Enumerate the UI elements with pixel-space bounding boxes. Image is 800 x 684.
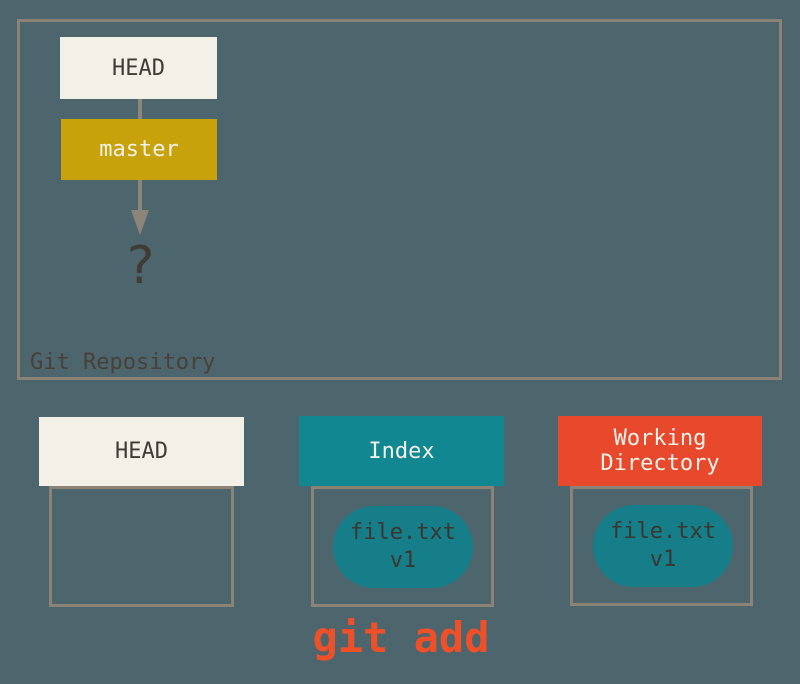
head-column-body — [49, 486, 234, 607]
index-file-name: file.txt — [350, 520, 456, 545]
working-directory-file-pill: file.txt v1 — [593, 505, 733, 587]
master-branch-label: master — [99, 137, 179, 162]
working-directory-column-label: Working Directory — [600, 426, 720, 476]
arrow-down-icon — [131, 210, 149, 235]
index-file-pill: file.txt v1 — [333, 506, 473, 588]
head-ref-label: HEAD — [112, 55, 165, 81]
master-branch-box: master — [61, 119, 217, 180]
head-ref-box: HEAD — [60, 37, 217, 99]
index-column-label: Index — [368, 438, 435, 464]
working-directory-file-name: file.txt — [610, 519, 716, 544]
index-file-version: v1 — [389, 548, 417, 573]
index-column-body: file.txt v1 — [311, 486, 494, 607]
working-directory-file-version: v1 — [649, 547, 677, 572]
working-directory-column-body: file.txt v1 — [570, 486, 753, 606]
git-add-command-label: git add — [312, 613, 490, 662]
unknown-commit-label: ? — [124, 236, 156, 296]
index-column-header: Index — [299, 416, 504, 486]
git-repository-box: Git Repository — [17, 19, 782, 380]
git-repository-label: Git Repository — [30, 350, 216, 375]
working-directory-column-header: Working Directory — [558, 416, 762, 486]
head-column-label: HEAD — [115, 439, 168, 464]
head-column-header: HEAD — [39, 417, 244, 486]
